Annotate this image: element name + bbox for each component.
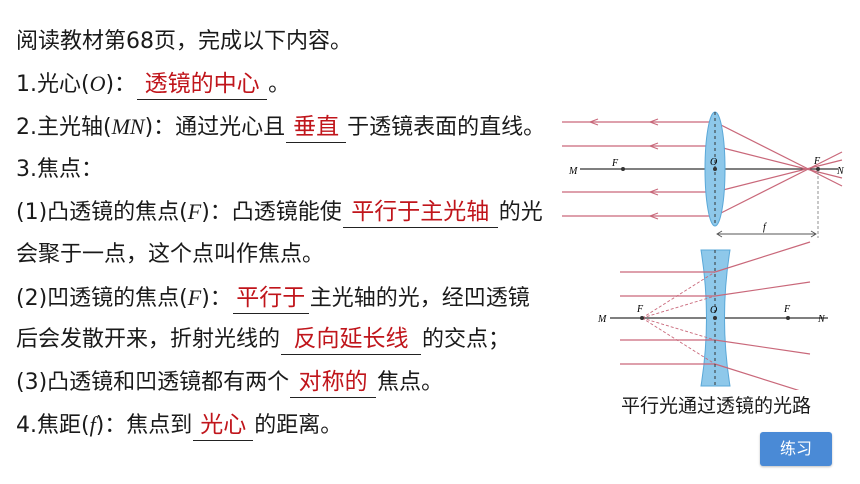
item1-var: O	[89, 71, 106, 96]
item1-suffix: )：	[105, 72, 137, 97]
item1-after: 。	[268, 72, 291, 97]
item-convex-focus: (1)凸透镜的焦点(F)：凸透镜能使平行于主光轴的光	[16, 197, 543, 228]
answer-blank-3b: 平行于	[232, 285, 309, 314]
item3b-var: F	[187, 285, 202, 310]
concave-label-n: N	[817, 314, 826, 325]
answer-blank-3b2: 反向延长线	[281, 326, 422, 355]
item-principal-axis: 2.主光轴(MN)：通过光心且垂直于透镜表面的直线。	[16, 112, 545, 143]
item2-after: 于透镜表面的直线。	[347, 115, 546, 140]
answer-3c: 对称的	[298, 369, 368, 395]
convex-lens-diagram: M F O F N f	[562, 111, 845, 238]
concave-extension-lines	[641, 271, 716, 365]
answer-2: 垂直	[293, 114, 340, 140]
item1-prefix: 1.光心(	[16, 72, 90, 97]
concave-label-m: M	[597, 314, 607, 325]
item-focus-heading: 3.焦点：	[16, 155, 103, 185]
item3b-prefix: (2)凹透镜的焦点(	[16, 286, 188, 311]
item-optical-center: 1.光心(O)： 透镜的中心。	[16, 69, 290, 100]
item3c-after: 焦点。	[377, 370, 444, 395]
item4-var: f	[89, 412, 96, 437]
item4-mid: )：焦点到	[95, 413, 193, 438]
concave-rays	[620, 241, 811, 390]
concave-lens-diagram: M F O F N	[597, 241, 828, 390]
item2-mid: )：通过光心且	[144, 115, 286, 140]
concave-label-f1: F	[636, 304, 644, 315]
answer-3b2: 反向延长线	[293, 326, 409, 352]
intro-line: 阅读教材第68页，完成以下内容。	[16, 27, 352, 57]
item3-text: 3.焦点：	[16, 157, 103, 182]
convex-label-n: N	[836, 166, 845, 177]
concave-label-f2: F	[783, 304, 791, 315]
item4-prefix: 4.焦距(	[16, 413, 90, 438]
convex-center	[713, 167, 717, 171]
item-focal-length: 4.焦距(f)：焦点到光心的距离。	[16, 410, 342, 441]
answer-blank-3a: 平行于主光轴	[342, 199, 498, 228]
answer-1: 透镜的中心	[144, 71, 260, 97]
answer-3b: 平行于	[236, 285, 306, 311]
practice-button[interactable]: 练习	[760, 432, 832, 466]
item3a-prefix: (1)凸透镜的焦点(	[16, 200, 188, 225]
item2-var: MN	[111, 114, 145, 139]
figure-caption: 平行光通过透镜的光路	[620, 395, 811, 417]
convex-focus-left	[621, 167, 625, 171]
item3c-prefix: (3)凸透镜和凹透镜都有两个	[16, 370, 290, 395]
item4-after: 的距离。	[254, 413, 343, 438]
answer-blank-4: 光心	[193, 412, 254, 441]
item-symmetric-focus: (3)凸透镜和凹透镜都有两个对称的焦点。	[16, 368, 443, 398]
convex-label-o: O	[710, 157, 717, 168]
lens-ray-diagram: M F O F N f	[562, 111, 845, 390]
item2-prefix: 2.主光轴(	[16, 115, 112, 140]
concave-focus-left	[640, 316, 644, 320]
convex-refracted-rays	[714, 121, 843, 217]
answer-4: 光心	[200, 412, 247, 438]
item3a-cont: 会聚于一点，这个点叫作焦点。	[16, 242, 325, 267]
answer-blank-2: 垂直	[286, 114, 347, 143]
answer-blank-1: 透镜的中心	[137, 71, 268, 100]
answer-blank-3c: 对称的	[290, 369, 377, 398]
convex-label-f: f	[763, 222, 767, 233]
convex-focus-right	[816, 167, 820, 171]
item3b-cont-prefix: 后会发散开来，折射光线的	[16, 327, 281, 352]
convex-label-f2: F	[813, 156, 821, 167]
item3a-after: 的光	[498, 200, 543, 225]
answer-3a: 平行于主光轴	[351, 199, 490, 225]
item-convex-focus-cont: 会聚于一点，这个点叫作焦点。	[16, 240, 324, 270]
item3b-mid: )：	[201, 286, 232, 311]
concave-label-o: O	[710, 305, 717, 316]
concave-center	[713, 316, 717, 320]
item3a-mid: )：凸透镜能使	[201, 200, 342, 225]
item-concave-focus: (2)凹透镜的焦点(F)：平行于主光轴的光，经凹透镜	[16, 283, 530, 314]
concave-focus-right	[786, 316, 790, 320]
item-concave-focus-cont: 后会发散开来，折射光线的反向延长线的交点；	[16, 325, 510, 355]
item3b-after: 主光轴的光，经凹透镜	[309, 286, 530, 311]
item3a-var: F	[187, 199, 202, 224]
convex-incident-rays	[562, 118, 715, 220]
intro-text: 阅读教材第68页，完成以下内容。	[16, 29, 352, 54]
convex-label-m: M	[568, 166, 578, 177]
item3b-cont-after: 的交点；	[422, 327, 511, 352]
convex-label-f1: F	[611, 158, 619, 169]
